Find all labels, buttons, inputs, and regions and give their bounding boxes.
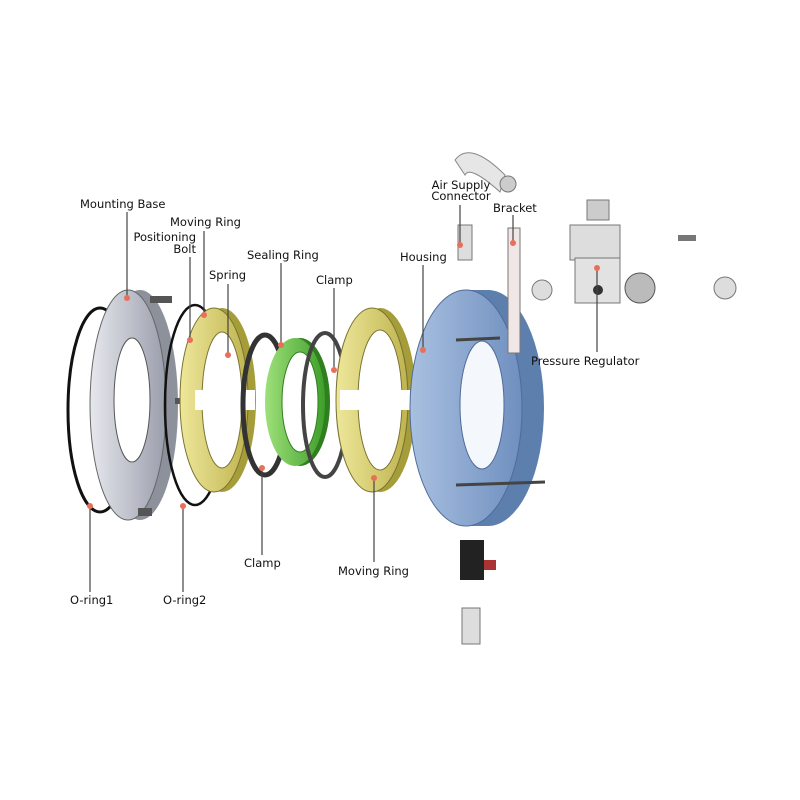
label-sealing-ring: Sealing Ring [247,248,319,262]
label-pressure-regulator: Pressure Regulator [531,354,640,368]
label-oring2: O-ring2 [163,593,207,607]
label-housing: Housing [400,250,447,264]
housing-part [409,289,546,527]
solenoid-part [460,540,484,580]
leader-lines [89,205,598,592]
label-oring1: O-ring1 [70,593,114,607]
air-supply-connector-part [454,152,517,261]
moving-ring-right-part [335,307,416,493]
label-air-supply-1: Air Supply [431,178,491,192]
moving-ring-left-part [179,307,256,493]
label-clamp-top: Clamp [316,273,353,287]
label-moving-ring-bottom: Moving Ring [338,564,409,578]
pressure-regulator-part [531,199,737,304]
label-positioning-bolt-2: Bolt [173,242,196,256]
label-bracket: Bracket [493,201,537,215]
label-air-supply-2: Connector [431,189,491,203]
bracket-part [507,227,521,354]
mounting-base-part [89,289,189,521]
label-spring: Spring [209,268,247,282]
label-positioning-bolt-1: Positioning [133,230,196,244]
label-moving-ring-top: Moving Ring [170,215,241,229]
fitting-part [461,607,481,645]
label-clamp-bottom: Clamp [244,556,281,570]
label-mounting-base: Mounting Base [80,197,166,211]
sealing-ring-part [265,338,330,466]
marker-dots [87,240,600,509]
